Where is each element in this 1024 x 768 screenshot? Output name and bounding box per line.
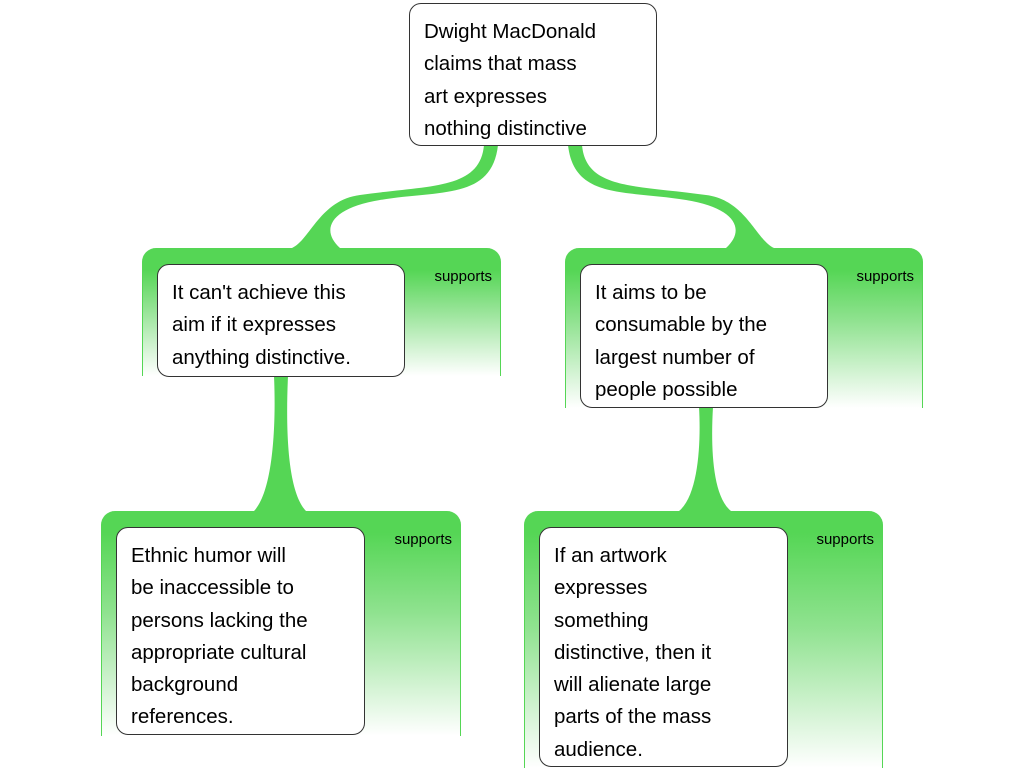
connector-left-to-bottom-left xyxy=(254,376,306,511)
relation-label: supports xyxy=(856,268,914,285)
reason-box-2[interactable]: It aims to be consumable by the largest … xyxy=(580,264,828,408)
connector-root-to-right xyxy=(568,145,774,248)
relation-label: supports xyxy=(394,531,452,548)
connector-right-to-bottom-right xyxy=(679,407,731,511)
connector-root-to-left xyxy=(292,145,498,248)
reason-box-4[interactable]: If an artwork expresses something distin… xyxy=(539,527,788,767)
relation-label: supports xyxy=(434,268,492,285)
reason-box-1[interactable]: It can't achieve this aim if it expresse… xyxy=(157,264,405,377)
reason-box-3[interactable]: Ethnic humor will be inaccessible to per… xyxy=(116,527,365,735)
root-claim-box[interactable]: Dwight MacDonald claims that mass art ex… xyxy=(409,3,657,146)
relation-label: supports xyxy=(816,531,874,548)
